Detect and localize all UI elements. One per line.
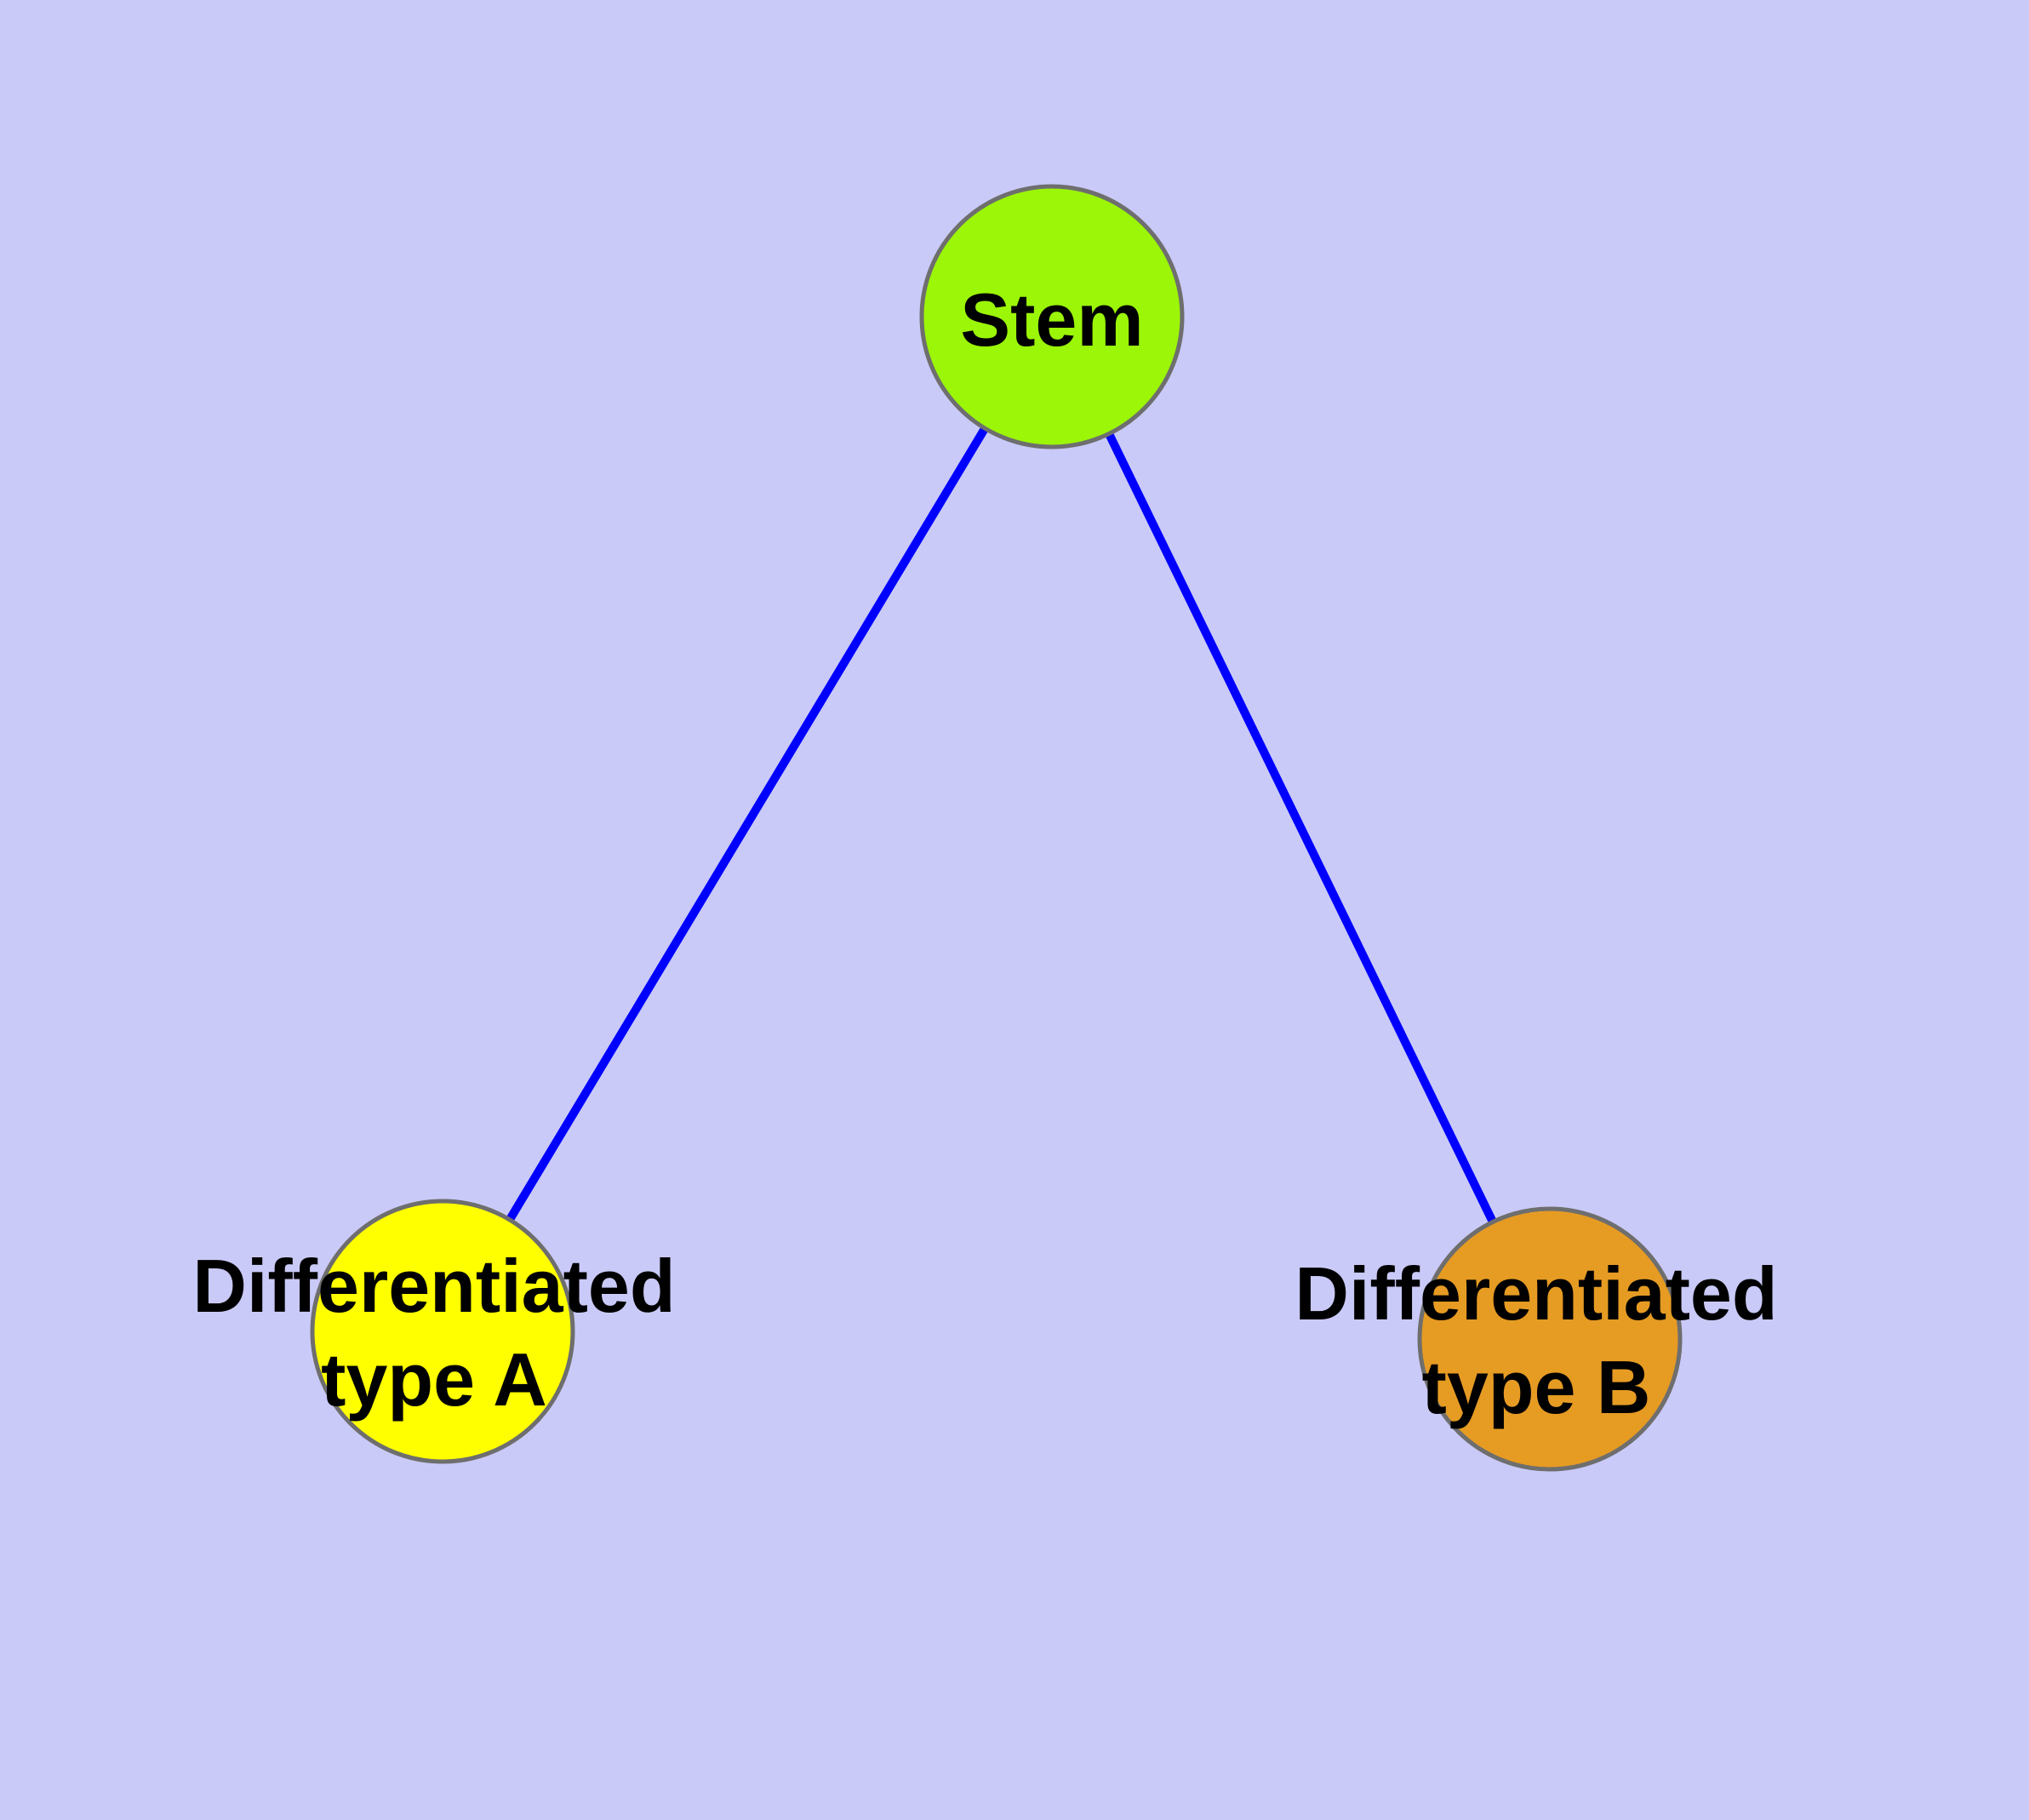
node-stem: [919, 184, 1185, 449]
node-type-a-label-line1: Differentiated: [192, 1244, 675, 1328]
node-type-b-label-line1: Differentiated: [1295, 1251, 1777, 1336]
node-type-b-label-line2: type B: [1422, 1345, 1651, 1429]
edge-stem-to-type-b: [1048, 314, 1554, 1342]
node-type-a-label-line2: type A: [321, 1337, 547, 1422]
edge-stem-to-type-a: [438, 314, 1056, 1334]
node-stem-label: Stem: [960, 278, 1143, 362]
node-differentiated-type-a: [310, 1199, 575, 1464]
node-differentiated-type-b: [1417, 1206, 1683, 1472]
